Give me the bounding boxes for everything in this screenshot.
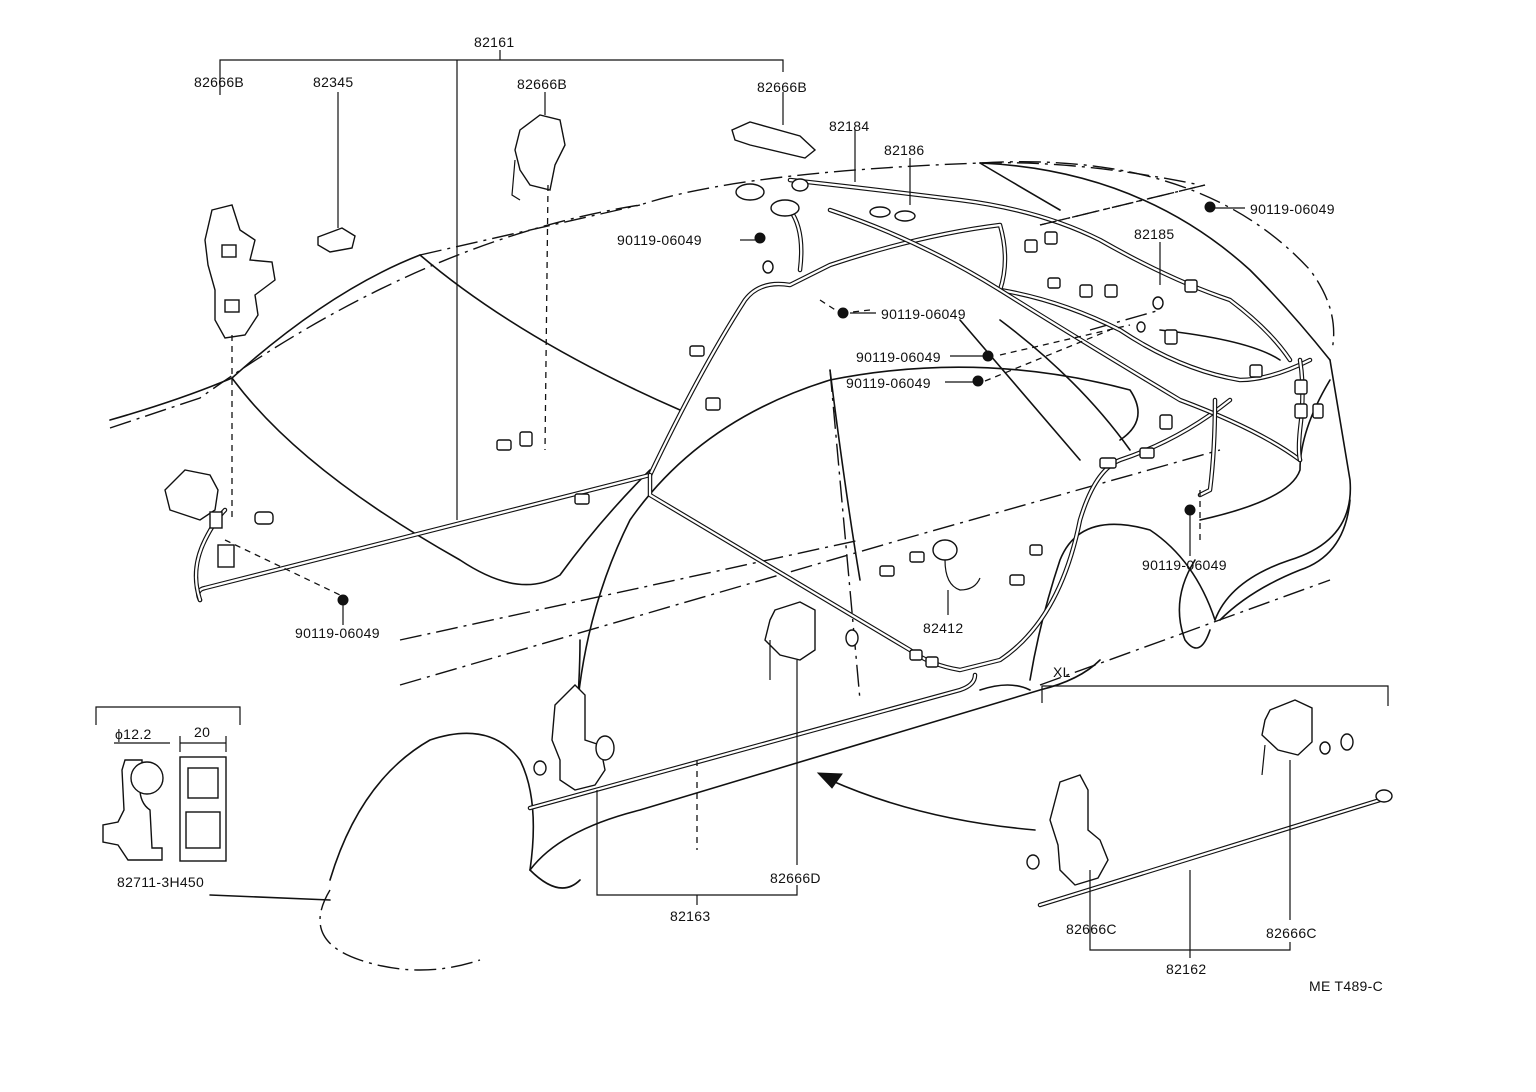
label-bolt-g: 90119-06049 — [1250, 201, 1335, 217]
part-labels: 82161 82666B 82345 82666B 82666B 82184 8… — [115, 34, 1383, 994]
figure-code: ME T489-C — [1309, 978, 1383, 994]
label-clip-part: 82711-3H450 — [117, 874, 204, 890]
label-bolt-a: 90119-06049 — [617, 232, 702, 248]
sensor-82412 — [932, 539, 981, 591]
harness-connectors — [254, 231, 1393, 870]
label-82666C-right: 82666C — [1266, 925, 1317, 941]
clip-detail-inset — [95, 706, 241, 862]
switch-82666B-right — [731, 121, 817, 159]
label-82186: 82186 — [884, 142, 924, 158]
label-82666B-right: 82666B — [757, 79, 807, 95]
label-82666B-left: 82666B — [194, 74, 244, 90]
roof-switch-cluster — [735, 178, 916, 222]
door-lock-actuator-xl-left — [1049, 774, 1109, 886]
leader-lines — [219, 50, 1389, 958]
switch-82345 — [317, 227, 356, 253]
label-82161: 82161 — [474, 34, 514, 50]
label-bolt-d: 90119-06049 — [846, 375, 931, 391]
label-82666D: 82666D — [770, 870, 821, 886]
bolts — [337, 201, 1216, 606]
door-lock-actuator-front-left — [204, 204, 276, 339]
door-lock-actuator-xl-right — [1261, 699, 1313, 776]
wire-harness — [193, 177, 1383, 908]
label-82412: 82412 — [923, 620, 963, 636]
door-lock-actuator-mid-left — [164, 469, 235, 568]
door-lock-actuator-rear-right — [764, 601, 816, 680]
label-bolt-f: 90119-06049 — [1142, 557, 1227, 573]
label-82163: 82163 — [670, 908, 710, 924]
label-82162: 82162 — [1166, 961, 1206, 977]
label-bolt-e: 90119-06049 — [295, 625, 380, 641]
label-clip-width: 20 — [194, 724, 210, 740]
xl-reference-arrow — [816, 772, 1036, 831]
label-bolt-b: 90119-06049 — [881, 306, 966, 322]
label-82185: 82185 — [1134, 226, 1174, 242]
label-82184: 82184 — [829, 118, 869, 134]
label-82666C-left: 82666C — [1066, 921, 1117, 937]
label-bolt-c: 90119-06049 — [856, 349, 941, 365]
label-clip-diameter: ϕ12.2 — [115, 726, 152, 742]
door-lock-actuator-rear — [551, 684, 615, 791]
label-xl: XL — [1053, 664, 1071, 680]
label-82666B-mid: 82666B — [517, 76, 567, 92]
door-lock-actuator-front-right — [511, 114, 566, 201]
label-82345: 82345 — [313, 74, 353, 90]
attachment-dashes — [224, 184, 1206, 850]
